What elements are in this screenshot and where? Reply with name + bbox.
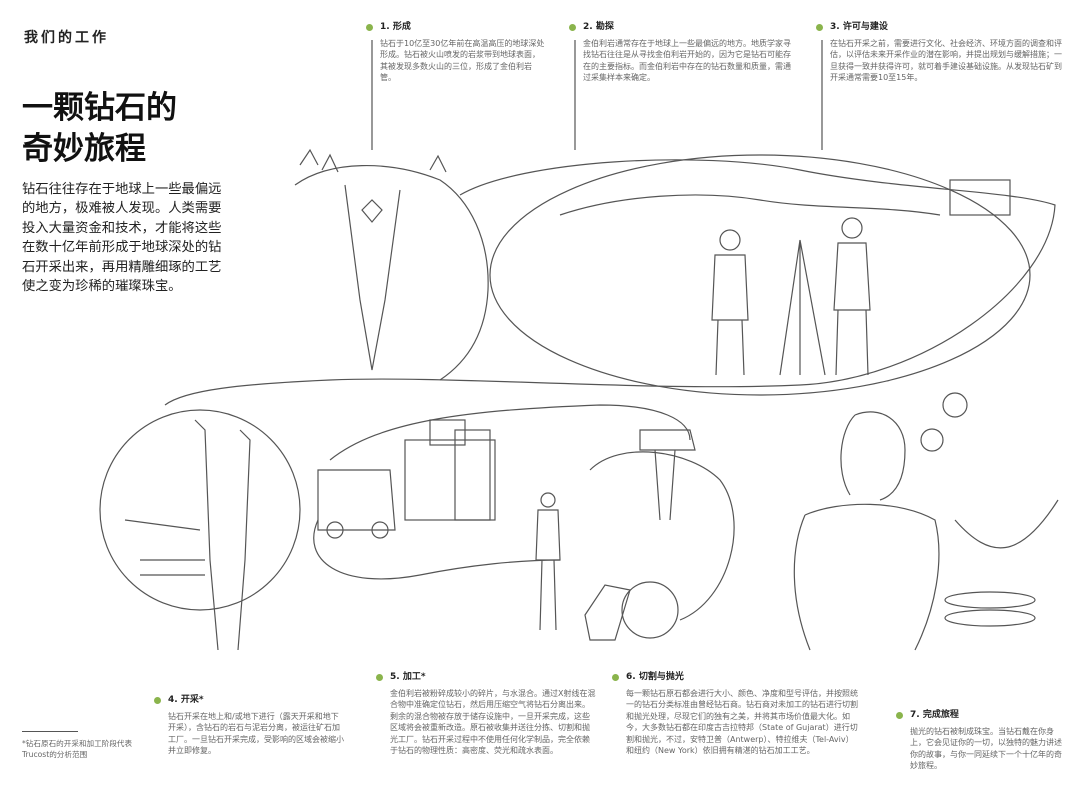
step-permitting: 3. 许可与建设 在钻石开采之前，需要进行文化、社会经济、环境方面的调查和评估，… [816, 22, 1062, 84]
step-dot-icon [376, 674, 383, 682]
step-processing: 5. 加工* 金伯利岩被粉碎成较小的碎片，与水混合。通过X射线在混合物中准确定位… [376, 672, 596, 757]
step-label: 2. 勘探 [583, 22, 614, 32]
step-body: 钻石于10亿至30亿年前在高温高压的地球深处形成。钻石被火山喷发的岩浆带到地球表… [380, 38, 545, 83]
page-kicker: 我们的工作 [24, 30, 109, 46]
step-body: 抛光的钻石被制成珠宝。当钻石戴在你身上，它会见证你的一切，以独特的魅力讲述你的故… [910, 726, 1062, 771]
step-body: 在钻石开采之前，需要进行文化、社会经济、环境方面的调查和评估，以评估未来开采作业… [830, 38, 1062, 83]
step-dot-icon [612, 674, 619, 682]
title-line-1: 一颗钻石的 [22, 90, 177, 126]
page-title: 一颗钻石的 奇妙旅程 [22, 88, 177, 170]
intro-paragraph: 钻石往往存在于地球上一些最偏远的地方，极难被人发现。人类需要投入大量资金和技术，… [22, 182, 222, 295]
step-dot-icon [896, 712, 903, 720]
step-label: 3. 许可与建设 [830, 22, 888, 32]
step-body: 每一颗钻石原石都会进行大小、颜色、净度和型号评估，并按照统一的钻石分类标准由曾经… [626, 688, 858, 756]
step-body: 金伯利岩通常存在于地球上一些最偏远的地方。地质学家寻找钻石往往是从寻找金伯利岩开… [583, 38, 791, 83]
mining-scene [99, 409, 301, 611]
step-dot-icon [816, 24, 823, 32]
step-dot-icon [569, 24, 576, 32]
step-mining: 4. 开采* 钻石开采在地上和/或地下进行（露天开采和地下开采），含钻石的岩石与… [154, 695, 344, 757]
processing-scene [329, 404, 691, 461]
step-body: 金伯利岩被粉碎成较小的碎片，与水混合。通过X射线在混合物中准确定位钻石，然后用压… [390, 688, 596, 756]
footnote-divider [22, 731, 78, 732]
step-label: 7. 完成旅程 [910, 710, 959, 720]
step-label: 1. 形成 [380, 22, 411, 32]
journey-path [164, 40, 1056, 406]
step-body: 钻石开采在地上和/或地下进行（露天开采和地下开采），含钻石的岩石与泥岩分离，被运… [168, 711, 344, 756]
title-line-2: 奇妙旅程 [22, 131, 146, 167]
exploration-scene [489, 154, 1031, 396]
step-dot-icon [366, 24, 373, 32]
step-label: 6. 切割与抛光 [626, 672, 684, 682]
jewelry-scene [793, 411, 940, 651]
step-dot-icon [154, 697, 161, 705]
step-formation: 1. 形成 钻石于10亿至30亿年前在高温高压的地球深处形成。钻石被火山喷发的岩… [366, 22, 546, 84]
step-completion: 7. 完成旅程 抛光的钻石被制成珠宝。当钻石戴在你身上，它会见证你的一切，以独特… [896, 710, 1066, 772]
step-exploration: 2. 勘探 金伯利岩通常存在于地球上一些最偏远的地方。地质学家寻找钻石往往是从寻… [569, 22, 791, 84]
step-label: 5. 加工* [390, 672, 426, 682]
step-cutting-polishing: 6. 切割与抛光 每一颗钻石原石都会进行大小、颜色、净度和型号评估，并按照统一的… [612, 672, 860, 757]
cutting-scene [589, 451, 735, 621]
step-label: 4. 开采* [168, 695, 204, 705]
kimberlite-pipe [294, 164, 489, 381]
footnote: *钻石原石的开采和加工阶段代表Trucost的分析范围 [22, 739, 133, 759]
